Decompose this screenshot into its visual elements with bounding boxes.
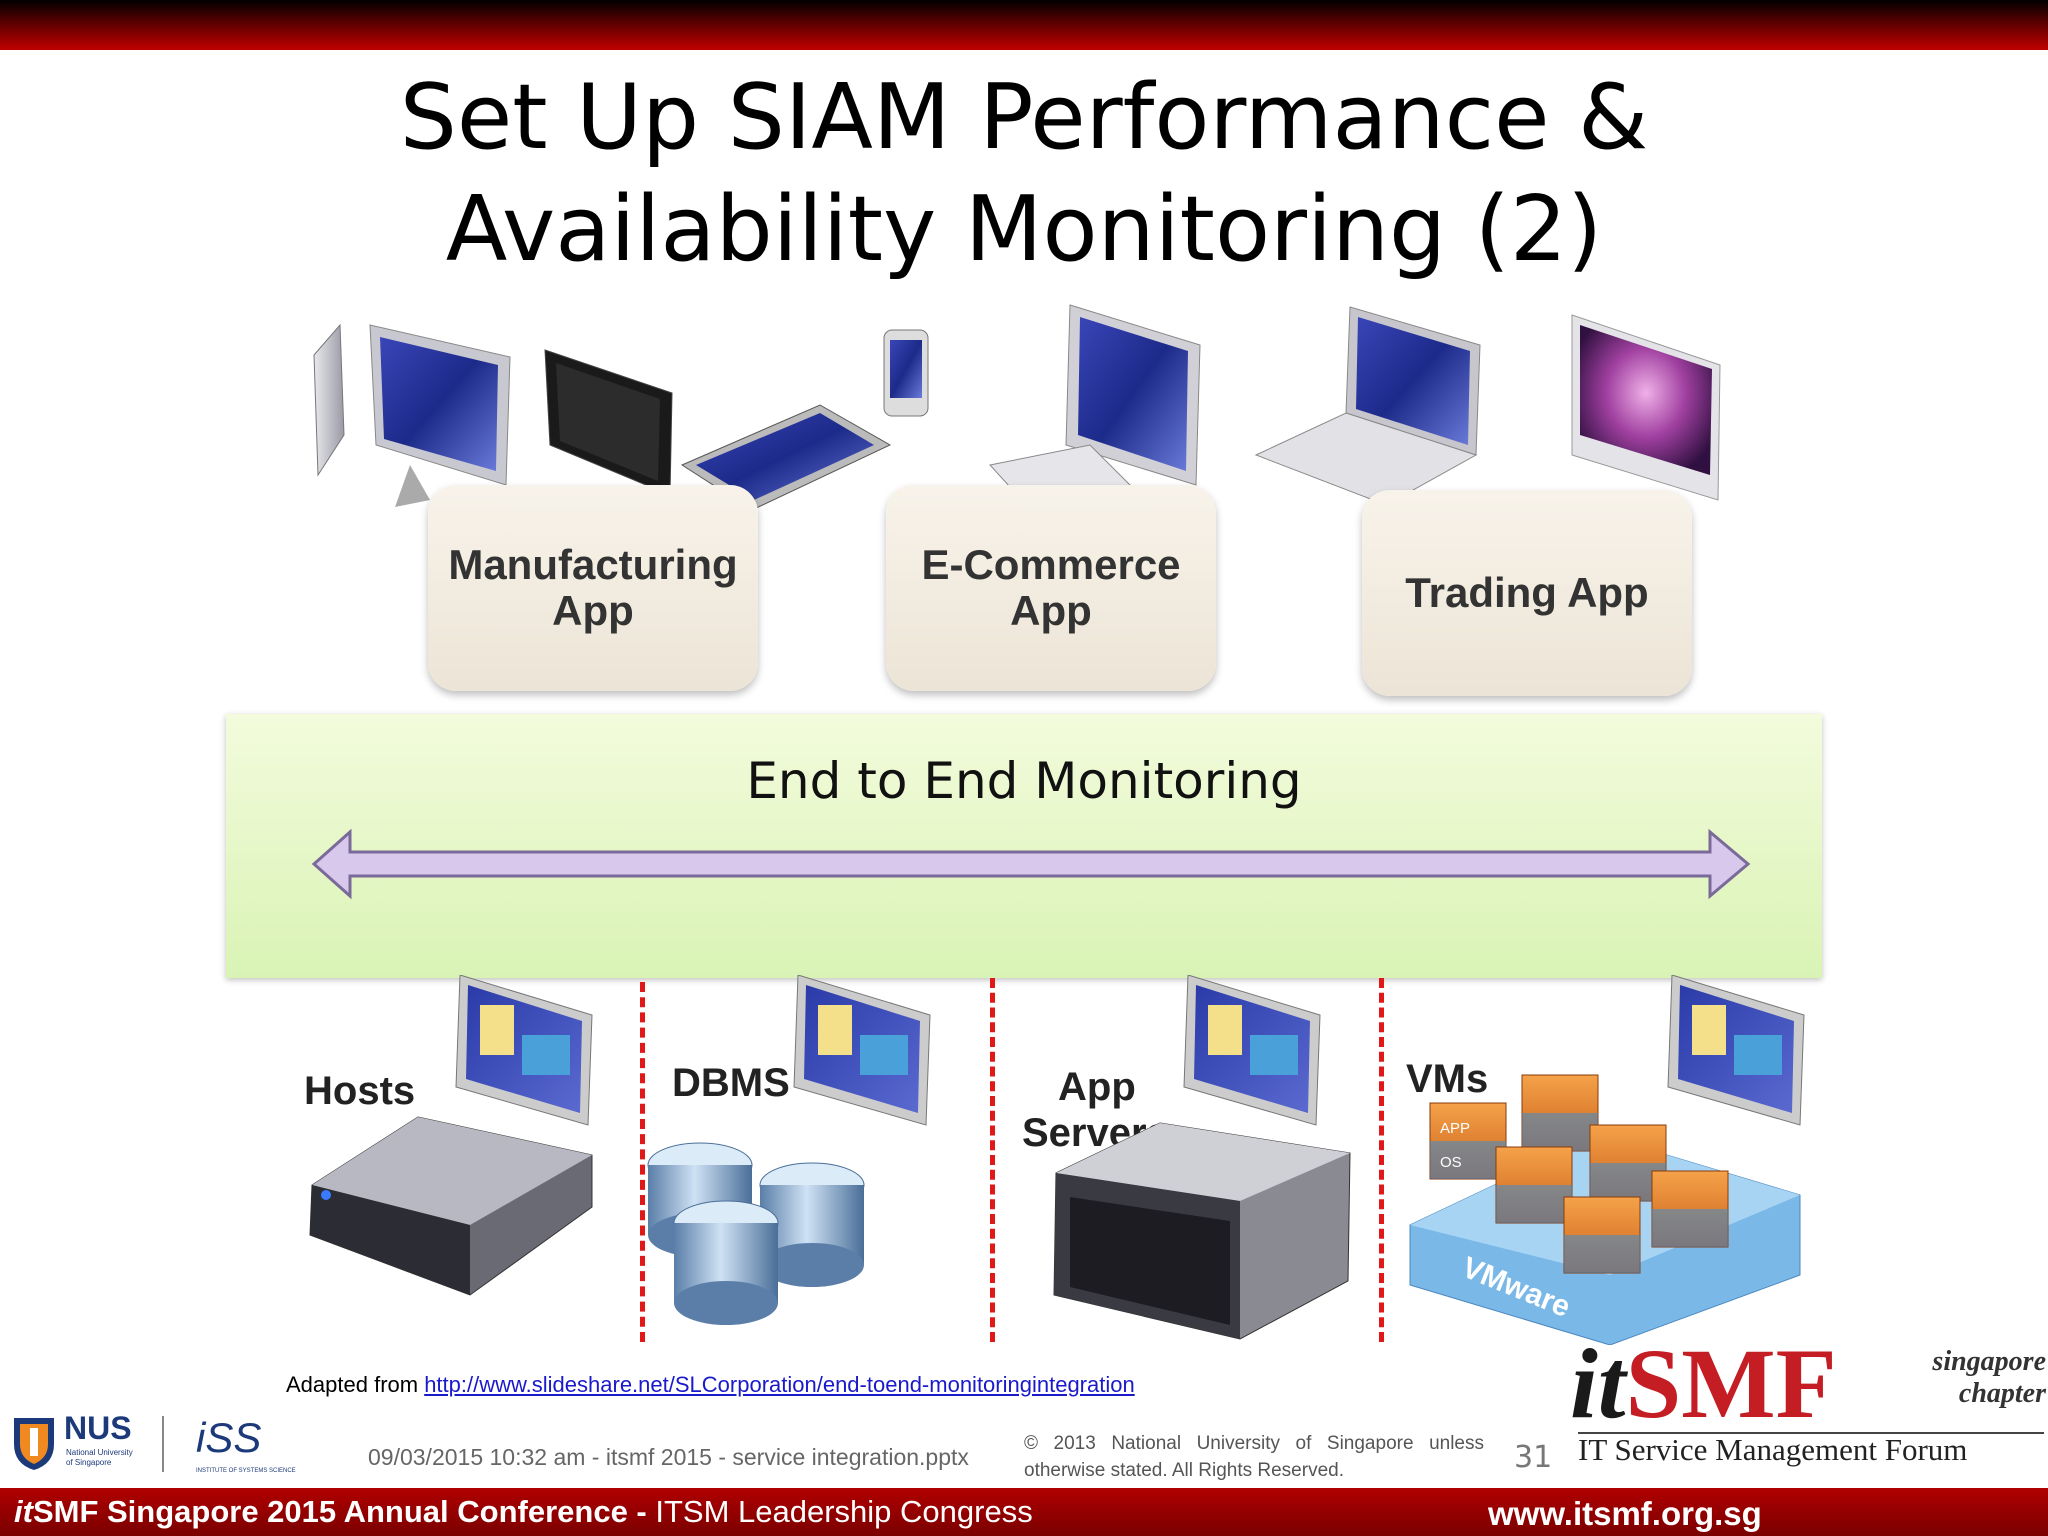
- attribution-link[interactable]: http://www.slideshare.net/SLCorporation/…: [424, 1372, 1135, 1397]
- app-label-line1: Manufacturing: [448, 541, 738, 588]
- vm-crate-icon: [1429, 1074, 1729, 1274]
- server-rack-icon: [1053, 1122, 1351, 1340]
- column-divider: [990, 978, 995, 1342]
- itsmf-logo: itSMF singapore chapter IT Service Manag…: [1566, 1330, 2048, 1488]
- nus-logo: NUS National University of Singapore: [12, 1410, 164, 1480]
- nus-crest-icon: [14, 1418, 54, 1470]
- smartphone-icon: [883, 329, 929, 417]
- double-arrow-icon: [311, 828, 1751, 900]
- monitor-icon: [1667, 975, 1805, 1126]
- conference-title: itSMF Singapore 2015 Annual Conference -…: [14, 1492, 1033, 1532]
- app-servers-line1: App: [1058, 1065, 1136, 1109]
- itsmf-rule: [1578, 1432, 2044, 1434]
- desktop-computer-icon: [313, 323, 511, 507]
- database-icon: [647, 1142, 865, 1325]
- attribution-prefix: Adapted from: [286, 1372, 425, 1397]
- ecommerce-app-box: E-Commerce App: [886, 485, 1216, 691]
- footer-filename: 09/03/2015 10:32 am - itsmf 2015 - servi…: [368, 1444, 969, 1470]
- manufacturing-app-box: Manufacturing App: [428, 485, 758, 691]
- footer-bar: [0, 1488, 2048, 1536]
- infra-label-hosts: Hosts: [304, 1069, 416, 1113]
- laptop-icon: [1254, 306, 1481, 506]
- slide-title: Set Up SIAM Performance & Availability M…: [0, 62, 2048, 286]
- nus-subtitle-line1: National University: [66, 1448, 133, 1457]
- nus-wordmark: NUS: [64, 1410, 132, 1446]
- conference-subtitle: ITSM Leadership Congress: [655, 1494, 1033, 1529]
- itsmf-chapter-line2: chapter: [1958, 1378, 2046, 1409]
- monitoring-band: [226, 714, 1822, 978]
- imac-icon: [1571, 314, 1721, 501]
- vm-app-label: APP: [1440, 1120, 1470, 1137]
- itsmf-chapter-line1: singapore: [1932, 1346, 2046, 1377]
- attribution: Adapted from http://www.slideshare.net/S…: [286, 1372, 1135, 1398]
- app-label-line2: App: [552, 587, 634, 634]
- conference-bold: SMF Singapore 2015 Annual Conference -: [32, 1494, 656, 1529]
- monitor-icon: [793, 975, 931, 1126]
- vm-os-label: OS: [1440, 1154, 1462, 1171]
- devices-illustration: [313, 304, 1721, 521]
- monitor-icon: [1183, 975, 1321, 1126]
- website-link[interactable]: www.itsmf.org.sg: [1488, 1495, 1762, 1532]
- infra-label-vms: VMs: [1406, 1057, 1489, 1101]
- app-label-line2: App: [1010, 587, 1092, 634]
- itsmf-tagline: IT Service Management Forum: [1578, 1432, 1968, 1467]
- server-icon: [309, 1116, 593, 1296]
- app-label-line1: E-Commerce: [921, 541, 1181, 588]
- conference-it: it: [14, 1494, 33, 1529]
- column-divider: [640, 982, 645, 1342]
- title-line-1: Set Up SIAM Performance &: [399, 65, 1649, 170]
- itsmf-wordmark: itSMF: [1570, 1330, 1837, 1438]
- iss-logo: iSS INSTITUTE OF SYSTEMS SCIENCE: [196, 1410, 316, 1480]
- title-line-2: Availability Monitoring (2): [445, 177, 1603, 282]
- infrastructure-illustration: VMware APP OS: [309, 975, 1805, 1345]
- iss-wordmark: iSS: [196, 1414, 262, 1461]
- top-header-bar: [0, 0, 2048, 50]
- iss-subtitle: INSTITUTE OF SYSTEMS SCIENCE: [196, 1468, 296, 1474]
- infra-label-dbms: DBMS: [672, 1061, 790, 1105]
- logo-divider: [162, 1416, 164, 1472]
- copyright-notice: © 2013 National University of Singapore …: [1024, 1433, 1484, 1481]
- itsmf-smf: SMF: [1625, 1328, 1837, 1439]
- trading-app-box: Trading App: [1362, 490, 1692, 696]
- nus-subtitle-line2: of Singapore: [66, 1458, 112, 1467]
- app-label-line1: Trading App: [1405, 569, 1649, 616]
- monitor-icon: [455, 975, 593, 1126]
- band-label: End to End Monitoring: [746, 752, 1302, 810]
- tablet-icon: [544, 349, 673, 496]
- page-number: 31: [1514, 1440, 1553, 1475]
- itsmf-it: it: [1570, 1328, 1626, 1439]
- column-divider: [1379, 978, 1384, 1342]
